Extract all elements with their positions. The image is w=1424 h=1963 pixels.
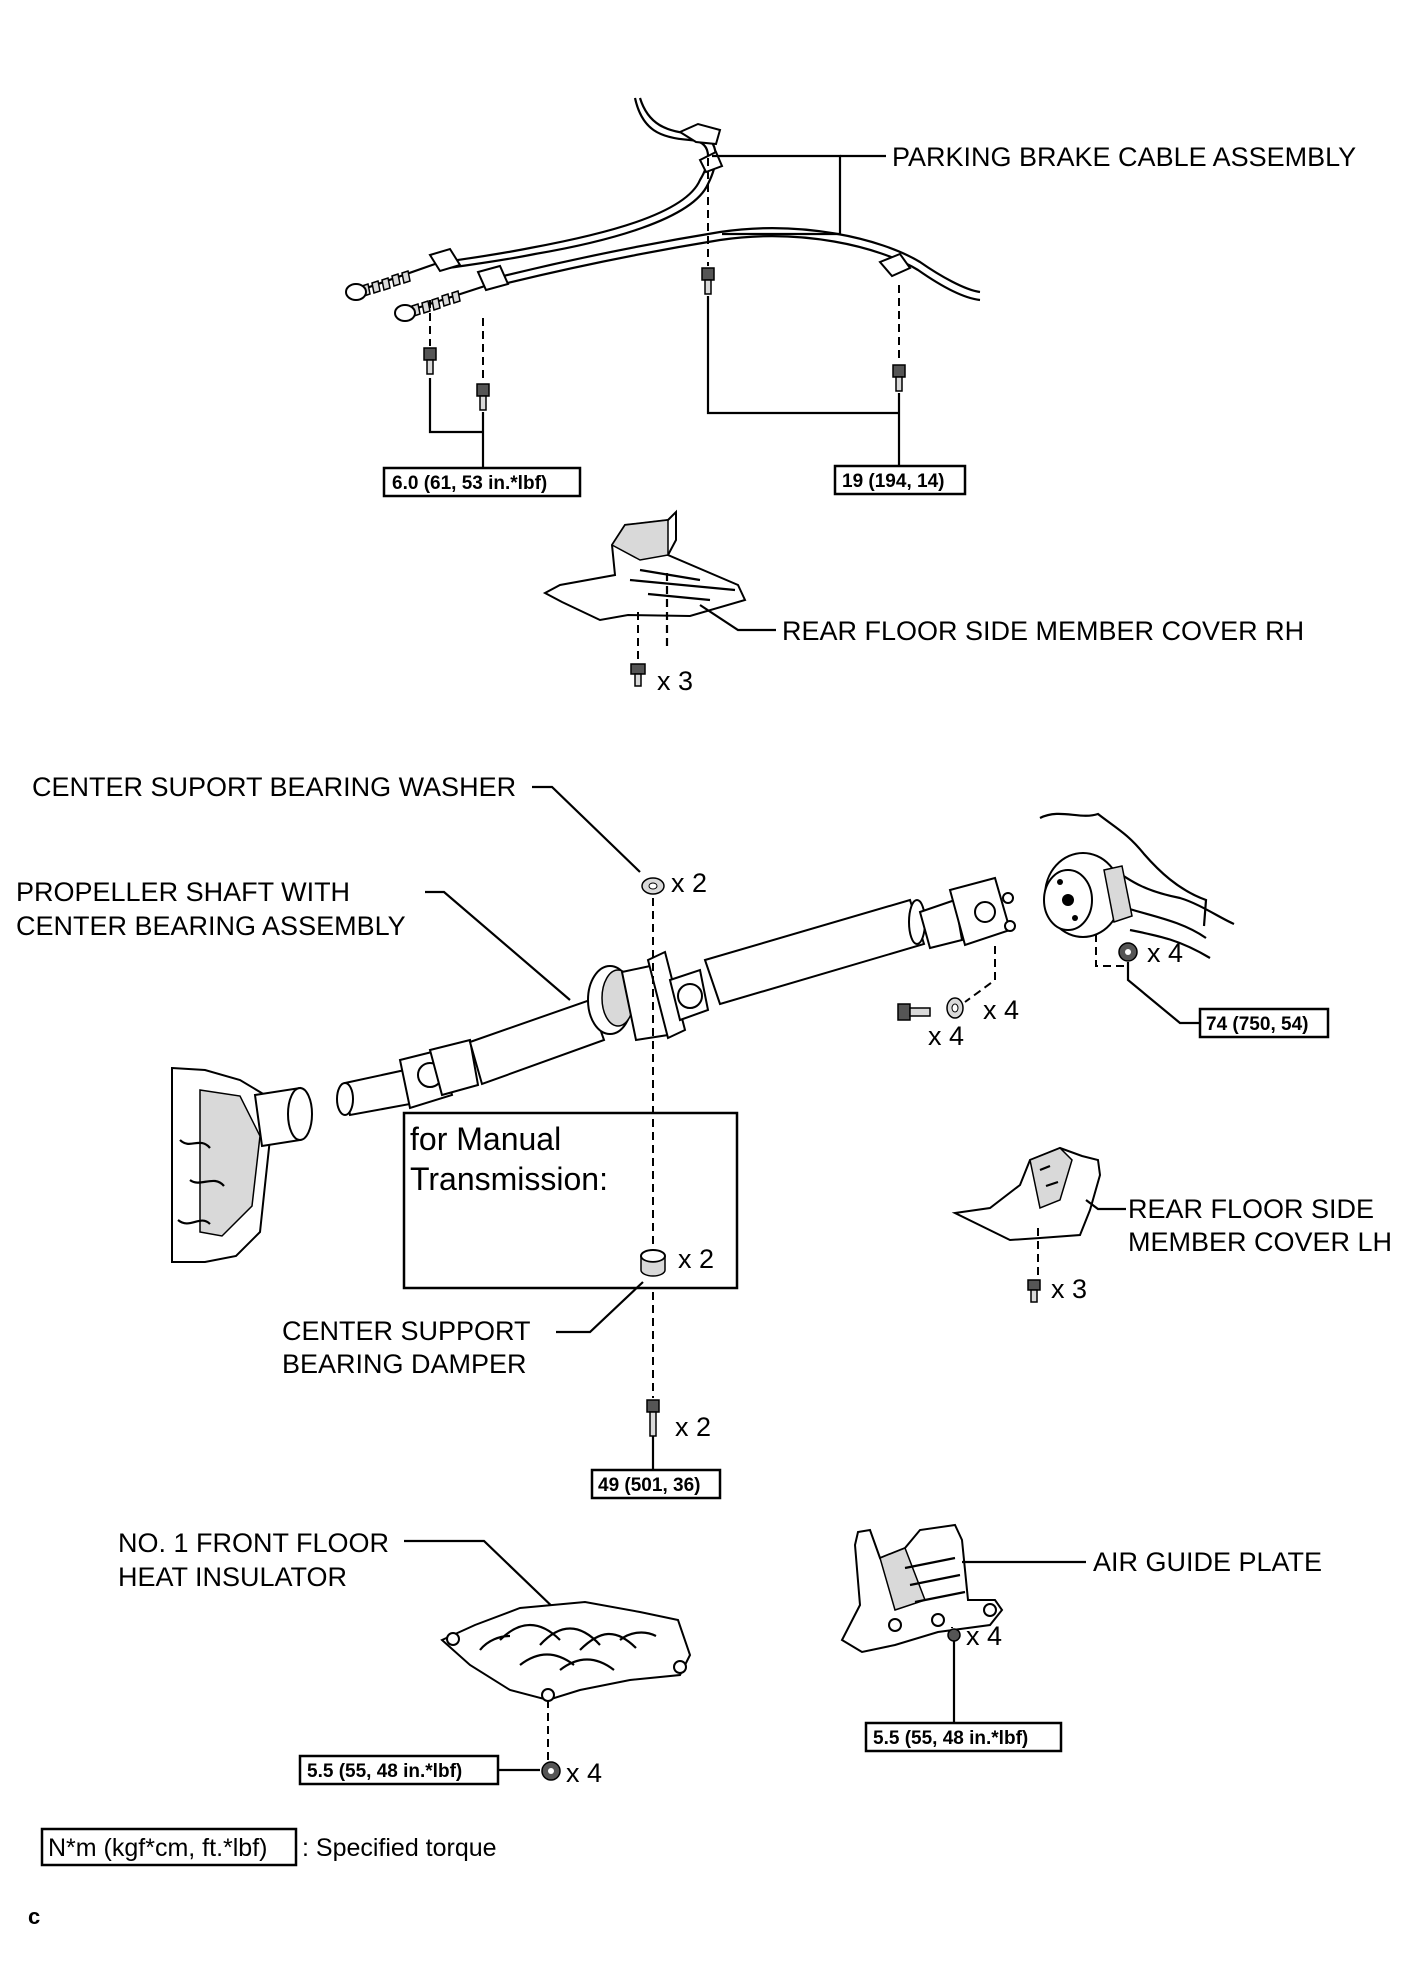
flange-nut-icon xyxy=(1118,942,1138,962)
lh-cover-bolt-qty: x 3 xyxy=(1051,1274,1087,1304)
washer-qty: x 2 xyxy=(671,868,707,898)
rear-floor-cover-rh-illustration xyxy=(542,509,776,687)
propeller-label-line1: PROPELLER SHAFT WITH xyxy=(16,877,350,907)
svg-text:19 (194, 14): 19 (194, 14) xyxy=(842,471,944,492)
svg-text:5.5 (55, 48 in.*lbf): 5.5 (55, 48 in.*lbf) xyxy=(307,1761,462,1782)
parking-brake-cable-illustration xyxy=(345,97,981,468)
bolt-icon xyxy=(476,383,490,411)
bolts-qty-b: x 4 xyxy=(983,995,1019,1025)
air-guide-plate-illustration xyxy=(840,1523,1086,1654)
bolt-icon xyxy=(630,663,646,687)
footer-code: c xyxy=(28,1904,40,1929)
svg-text:6.0 (61, 53 in.*lbf): 6.0 (61, 53 in.*lbf) xyxy=(392,473,547,494)
differential-flange-illustration xyxy=(1039,812,1235,959)
nut-icon xyxy=(947,1628,961,1642)
washer-icon xyxy=(946,997,964,1019)
propeller-label-line2: CENTER BEARING ASSEMBLY xyxy=(16,911,406,941)
air-guide-label: AIR GUIDE PLATE xyxy=(1093,1547,1322,1577)
rear-floor-cover-rh-label: REAR FLOOR SIDE MEMBER COVER RH xyxy=(782,616,1304,646)
damper-qty: x 2 xyxy=(678,1244,714,1274)
washer-icon xyxy=(641,877,665,895)
svg-text:49 (501, 36): 49 (501, 36) xyxy=(598,1475,700,1496)
rear-floor-cover-lh-illustration xyxy=(951,1146,1126,1278)
rear-floor-cover-lh-label-line2: MEMBER COVER LH xyxy=(1128,1227,1392,1257)
center-washer-label: CENTER SUPORT BEARING WASHER xyxy=(32,772,516,802)
torque-box-insulator: 5.5 (55, 48 in.*lbf) xyxy=(298,1754,500,1786)
bolt-icon xyxy=(1027,1279,1041,1303)
svg-text:74 (750, 54): 74 (750, 54) xyxy=(1206,1014,1308,1035)
bolt-icon xyxy=(892,364,906,392)
rh-cover-bolt-qty: x 3 xyxy=(657,666,693,696)
rear-floor-cover-lh-label-line1: REAR FLOOR SIDE xyxy=(1128,1194,1374,1224)
bolt-icon xyxy=(897,1003,931,1021)
bolt-icon xyxy=(646,1399,660,1437)
insulator-label-line1: NO. 1 FRONT FLOOR xyxy=(118,1528,389,1558)
insulator-label-line2: HEAT INSULATOR xyxy=(118,1562,347,1592)
legend: N*m (kgf*cm, ft.*lbf) : Specified torque xyxy=(40,1827,497,1867)
bolt-icon xyxy=(423,347,437,375)
bolt-icon xyxy=(701,267,715,295)
manual-label-line2: Transmission: xyxy=(410,1161,608,1197)
legend-unit-box: N*m (kgf*cm, ft.*lbf) xyxy=(48,1834,267,1862)
torque-box-cable-left: 6.0 (61, 53 in.*lbf) xyxy=(382,466,582,498)
flange-nut-qty: x 4 xyxy=(1147,938,1183,968)
torque-box-center-bolt: 49 (501, 36) xyxy=(590,1468,722,1500)
manual-transmission-box xyxy=(402,1111,739,1290)
torque-box-air-guide: 5.5 (55, 48 in.*lbf) xyxy=(864,1721,1063,1753)
bolts-qty-a: x 4 xyxy=(928,1021,964,1051)
air-guide-bolt-qty: x 4 xyxy=(966,1621,1002,1651)
damper-label-line2: BEARING DAMPER xyxy=(282,1349,527,1379)
parking-brake-cable-label: PARKING BRAKE CABLE ASSEMBLY xyxy=(892,142,1356,172)
heat-insulator-illustration xyxy=(440,1600,692,1764)
insulator-nut-qty: x 4 xyxy=(566,1758,602,1788)
damper-icon xyxy=(640,1249,666,1277)
svg-text:5.5 (55, 48 in.*lbf): 5.5 (55, 48 in.*lbf) xyxy=(873,1728,1028,1749)
center-bolt-qty: x 2 xyxy=(675,1412,711,1442)
manual-label-line1: for Manual xyxy=(410,1121,561,1157)
nut-icon xyxy=(541,1761,561,1781)
legend-description: : Specified torque xyxy=(302,1834,497,1862)
damper-label-line1: CENTER SUPPORT xyxy=(282,1316,531,1346)
torque-box-flange: 74 (750, 54) xyxy=(1198,1007,1330,1039)
torque-box-cable-right: 19 (194, 14) xyxy=(833,464,967,496)
propeller-shaft-illustration xyxy=(171,876,1016,1263)
